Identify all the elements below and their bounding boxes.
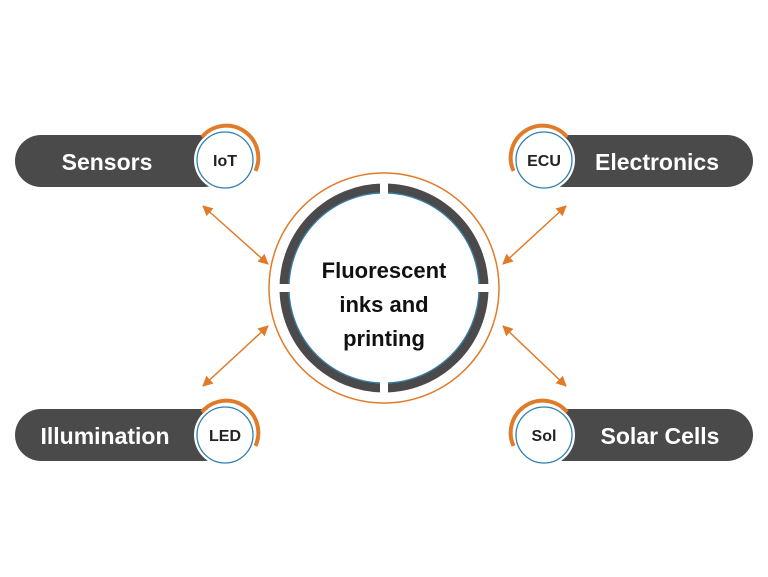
badge-electronics-text: ECU: [527, 153, 561, 170]
pill-solar-cells: [538, 409, 753, 461]
badge-solar-cells-accent-arc: [508, 398, 569, 447]
badge-illumination-disc: [194, 404, 256, 466]
node-illumination: Illumination LED: [15, 398, 261, 466]
ring-gap-right: [474, 284, 492, 292]
connector-electronics: [502, 205, 567, 265]
connectors: [202, 205, 567, 387]
badge-solar-cells-text: Sol: [532, 428, 557, 445]
label-electronics: Electronics: [595, 149, 719, 175]
badge-sensors-accent-arc: [200, 123, 261, 172]
center-outer-ring: [268, 172, 500, 404]
badge-solar-cells-disc: [513, 404, 575, 466]
node-solar-cells: Solar Cells Sol: [508, 398, 753, 466]
badge-illumination-thin-ring: [196, 406, 254, 464]
connector-solar-cells: [502, 325, 567, 387]
ring-gap-top: [380, 180, 388, 198]
badge-sensors-disc: [194, 129, 256, 191]
center-thick-ring: [279, 183, 489, 393]
badge-electronics-thin-ring: [515, 131, 573, 189]
badge-illumination-text: LED: [209, 428, 241, 445]
connector-sensors: [202, 205, 269, 265]
node-sensors: Sensors IoT: [15, 123, 261, 191]
ring-gap-left: [276, 284, 294, 292]
badge-sensors-thin-ring: [196, 131, 254, 189]
badge-electronics-disc: [513, 129, 575, 191]
center-label-line-1: Fluorescent: [322, 258, 447, 283]
label-sensors: Sensors: [62, 149, 153, 175]
pill-sensors: [15, 135, 230, 187]
pill-electronics: [538, 135, 753, 187]
badge-sensors-text: IoT: [213, 153, 237, 170]
pill-illumination: [15, 409, 230, 461]
badge-illumination-accent-arc: [200, 398, 261, 447]
node-electronics: Electronics ECU: [508, 123, 753, 191]
label-illumination: Illumination: [40, 423, 169, 449]
center-label-line-3: printing: [343, 326, 425, 351]
center-thin-ring: [288, 192, 480, 384]
badge-solar-cells-thin-ring: [515, 406, 573, 464]
label-solar-cells: Solar Cells: [601, 423, 720, 449]
connector-illumination: [202, 325, 269, 387]
ring-gap-bottom: [380, 378, 388, 396]
center-hub: Fluorescent inks and printing: [268, 172, 500, 404]
badge-electronics-accent-arc: [508, 123, 569, 172]
center-label-line-2: inks and: [339, 292, 428, 317]
